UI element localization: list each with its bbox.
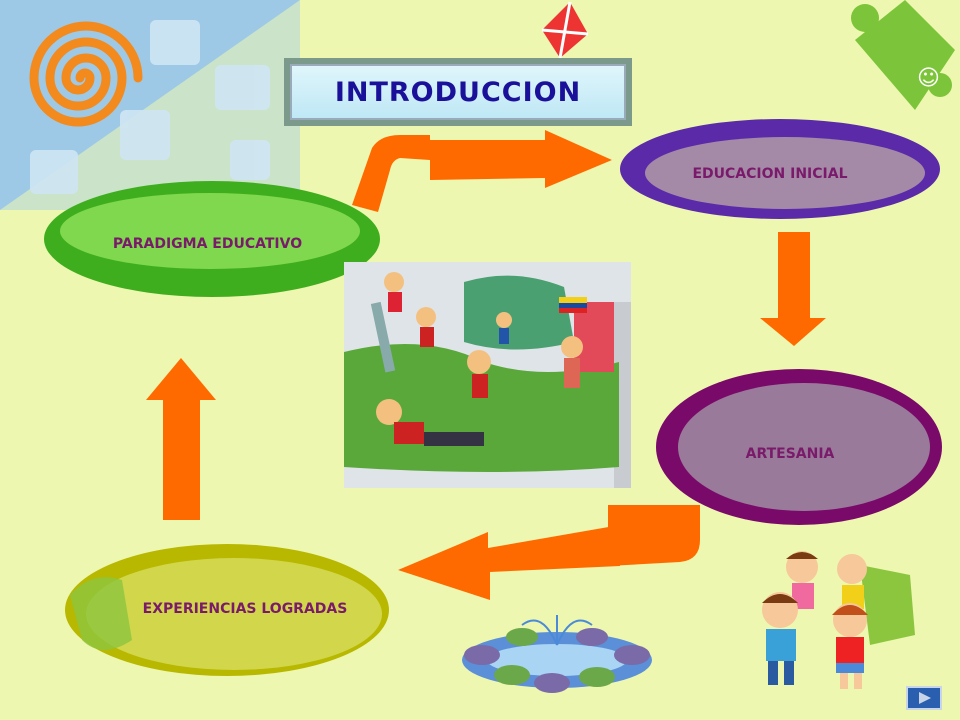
- children-drawing-photo: [344, 262, 631, 488]
- arrow-paradigma-to-educacion: [352, 130, 612, 212]
- fountain-icon: [462, 615, 652, 693]
- corner-decoration: [0, 0, 300, 210]
- node-educacion-label: EDUCACION INICIAL: [692, 166, 848, 182]
- node-paradigma-shape: [44, 181, 380, 297]
- children-playing-icon: [762, 551, 915, 689]
- node-experiencias-label: EXPERIENCIAS LOGRADAS: [142, 601, 348, 617]
- puzzle-piece-icon: ☺: [851, 0, 955, 110]
- arrow-educacion-to-artesania: [760, 232, 826, 346]
- kite-icon: [541, 1, 589, 59]
- node-artesania-label: ARTESANIA: [745, 446, 835, 462]
- node-experiencias-shape: [65, 544, 389, 676]
- node-artesania-shape: [656, 369, 942, 525]
- node-educacion-shape: [620, 119, 940, 219]
- node-paradigma-label: PARADIGMA EDUCATIVO: [112, 236, 303, 252]
- next-slide-icon: [919, 692, 931, 704]
- arrow-artesania-to-experiencias: [398, 505, 700, 600]
- page-title: INTRODUCCION: [290, 64, 626, 120]
- arrow-experiencias-to-paradigma: [146, 358, 216, 520]
- title-box: INTRODUCCION: [284, 58, 632, 126]
- next-slide-button[interactable]: [906, 686, 942, 710]
- spiral-sun-icon: [29, 21, 143, 127]
- svg-text:☺: ☺: [917, 66, 940, 91]
